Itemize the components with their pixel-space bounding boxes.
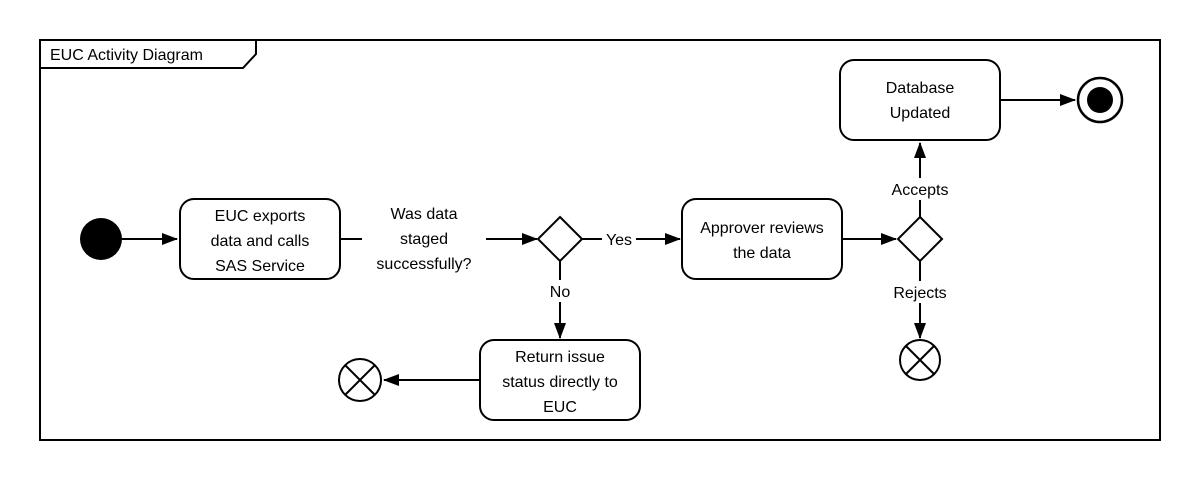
staged-question-line-2: staged bbox=[400, 231, 448, 248]
decision-diamond[interactable] bbox=[536, 215, 584, 263]
node-start[interactable] bbox=[80, 218, 122, 260]
staged-question-line-1: Was data bbox=[391, 206, 458, 223]
accepts-label: Accepts bbox=[892, 182, 949, 199]
activity-box[interactable] bbox=[839, 59, 1001, 141]
label-bg bbox=[602, 228, 636, 250]
label-bg bbox=[544, 280, 576, 302]
initial-node-icon[interactable] bbox=[80, 218, 122, 260]
activity-text-line: data and calls bbox=[211, 233, 310, 250]
node-cancel-left[interactable] bbox=[338, 358, 382, 402]
node-final[interactable] bbox=[1076, 76, 1124, 124]
node-review-decision[interactable] bbox=[896, 215, 944, 263]
node-return-issue[interactable]: Return issue status directly to EUC bbox=[479, 339, 641, 421]
node-database-updated[interactable]: Database Updated bbox=[839, 59, 1001, 141]
activity-text-line: Return issue bbox=[515, 349, 605, 366]
activity-text-line: Database bbox=[886, 80, 955, 97]
node-euc-exports[interactable]: EUC exports data and calls SAS Service bbox=[179, 198, 341, 280]
edge-label-staged-question: Was data staged successfully? bbox=[362, 198, 486, 280]
node-cancel-right[interactable] bbox=[899, 339, 941, 381]
activity-text-line: the data bbox=[733, 245, 791, 262]
activity-text-line: EUC bbox=[543, 399, 577, 416]
activity-text-line: status directly to bbox=[502, 374, 618, 391]
edge-label-no: No bbox=[544, 280, 576, 302]
edge-label-rejects: Rejects bbox=[890, 281, 950, 303]
activity-box[interactable] bbox=[681, 198, 843, 280]
activity-text-line: SAS Service bbox=[215, 258, 305, 275]
node-staged-decision[interactable] bbox=[536, 215, 584, 263]
label-bg bbox=[890, 281, 950, 303]
activity-box[interactable] bbox=[179, 198, 341, 280]
activity-text-line: Approver reviews bbox=[700, 220, 824, 237]
final-node-inner-dot bbox=[1087, 87, 1113, 113]
x-icon bbox=[905, 345, 935, 375]
x-icon bbox=[344, 364, 376, 396]
edge-labels: Was data staged successfully? Yes No Acc… bbox=[362, 178, 954, 303]
yes-label: Yes bbox=[606, 232, 632, 249]
frame-title-tab bbox=[39, 39, 257, 69]
edge-label-accepts: Accepts bbox=[886, 178, 954, 200]
label-bg bbox=[362, 198, 486, 280]
label-bg bbox=[886, 178, 954, 200]
activity-text-line: Updated bbox=[890, 105, 951, 122]
rejects-label: Rejects bbox=[893, 285, 946, 302]
frame-title: EUC Activity Diagram bbox=[50, 47, 203, 64]
decision-diamond[interactable] bbox=[896, 215, 944, 263]
node-approver-reviews[interactable]: Approver reviews the data bbox=[681, 198, 843, 280]
staged-question-line-3: successfully? bbox=[376, 256, 471, 273]
no-label: No bbox=[550, 284, 571, 301]
activity-text-line: EUC exports bbox=[215, 208, 306, 225]
activity-box[interactable] bbox=[479, 339, 641, 421]
edge-label-yes: Yes bbox=[602, 228, 636, 250]
